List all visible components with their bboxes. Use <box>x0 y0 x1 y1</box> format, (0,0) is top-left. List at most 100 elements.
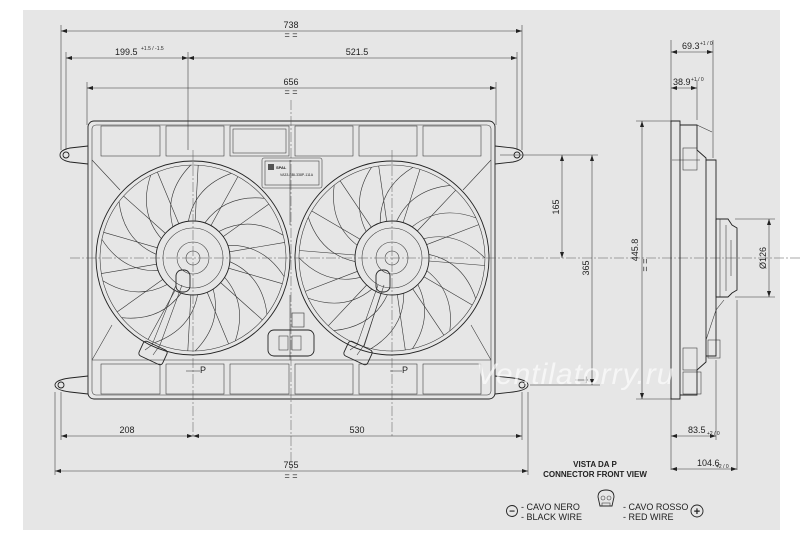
fan-blade <box>298 257 361 280</box>
fan-spoke <box>397 294 406 351</box>
fan-spoke <box>187 294 192 351</box>
fan-blade <box>411 212 477 228</box>
dimension-label: 755 <box>283 460 298 470</box>
dimension-208-530: 208 530 <box>60 392 523 440</box>
fan-blade <box>308 217 356 262</box>
dimension-label: 445.8 <box>630 239 640 262</box>
p-marker-left: P <box>186 365 206 375</box>
fan-blade <box>379 167 414 223</box>
fan-blade <box>370 293 405 349</box>
dimension-label: 165 <box>551 199 561 214</box>
bottom-pockets <box>92 359 491 395</box>
fan-blade <box>194 289 216 352</box>
dimension-738: 738 = = <box>60 20 523 150</box>
label-plate: SPAL VA33-BBL338P-111A <box>261 157 323 189</box>
black-wire-en: - BLACK WIRE <box>521 512 582 522</box>
fan-spoke <box>157 171 180 224</box>
fan-blade <box>359 167 372 232</box>
fan-spoke <box>117 279 163 313</box>
dimension-label: 738 <box>283 20 298 30</box>
equal-mark: = = <box>284 471 297 481</box>
label-code: VA33-BBL338P-111A <box>280 173 314 177</box>
fan-spoke <box>423 276 473 306</box>
dimension-label: 656 <box>283 77 298 87</box>
fan-blade <box>154 294 198 343</box>
fan-spoke <box>101 263 157 274</box>
dimension-165: 165 <box>500 154 570 258</box>
dimension-755: 755 = = <box>54 392 529 481</box>
marker-label: P <box>402 365 408 375</box>
q-marker: I <box>575 375 588 385</box>
negative-symbol: − <box>509 507 515 518</box>
fan-spoke <box>428 260 485 266</box>
dimension-tolerance: +1.5 / -1.5 <box>141 46 164 52</box>
fan-blade <box>412 284 425 349</box>
dimension-label: 208 <box>119 425 134 435</box>
fan-blade <box>396 185 451 222</box>
fan-blade <box>121 292 182 319</box>
fan-blade <box>102 280 168 293</box>
connector-view-title: VISTA DA P <box>573 460 617 469</box>
positive-terminal-icon: + <box>690 504 704 518</box>
equal-mark: = = <box>284 30 297 40</box>
dimension-445-8: 445.8 = = <box>630 120 680 400</box>
fan-spoke <box>206 292 229 345</box>
fan-blade <box>333 185 358 246</box>
dimension-label: Ø126 <box>758 247 768 269</box>
dimension-label: 104.6 <box>697 458 720 468</box>
fan-spoke <box>228 267 283 284</box>
fan-left-blades <box>101 164 285 352</box>
fan-blade <box>218 223 284 236</box>
fan-spoke <box>223 203 269 237</box>
fan-blade <box>146 175 162 239</box>
dimension-label: 83.5 <box>688 425 706 435</box>
fan-spoke <box>123 195 166 234</box>
dimension-365: 365 <box>530 154 600 386</box>
fan-spoke <box>305 271 358 292</box>
fan-blade <box>118 201 157 255</box>
mounting-ear-bottom-left <box>54 375 89 395</box>
marker-label: I <box>585 375 588 385</box>
black-wire-it: - CAVO NERO <box>521 502 580 512</box>
fan-spoke <box>220 282 263 321</box>
dimension-label: 530 <box>349 425 364 435</box>
fan-spoke <box>378 165 387 222</box>
mounting-ear-bottom-right <box>494 375 529 395</box>
label-brand: SPAL <box>276 165 287 170</box>
dimension-tolerance: +2 / 0 <box>716 464 729 470</box>
dimension-tolerance: +2 / 0 <box>707 431 720 437</box>
dimension-diameter-126: Ø126 <box>735 218 775 298</box>
fan-spoke <box>328 284 367 327</box>
shroud-outline <box>87 120 496 400</box>
red-wire-it: - CAVO ROSSO <box>623 502 688 512</box>
dimension-label: 69.3 <box>682 41 700 51</box>
dimension-199-5: 199.5 +1.5 / -1.5 521.5 <box>65 46 518 150</box>
shroud-front-view: SPAL VA33-BBL338P-111A <box>54 100 800 470</box>
dimension-label: 521.5 <box>346 47 369 57</box>
dimension-656: 656 = = <box>86 77 497 125</box>
fan-blade <box>101 239 159 271</box>
fan-blade <box>307 288 373 304</box>
fan-spoke <box>412 288 445 336</box>
fan-blade <box>423 236 486 259</box>
fan-blade <box>188 173 232 222</box>
side-view: 69.3 +1 / 0 38.9 +1 / 0 83.5 +2 / 0 <box>670 40 738 471</box>
watermark: Ventilatorry.ru <box>476 358 674 391</box>
marker-label: P <box>200 365 206 375</box>
fan-blade <box>428 254 476 299</box>
equal-mark: = = <box>640 258 650 271</box>
fan-spoke <box>339 180 372 228</box>
fan-spoke <box>194 165 199 222</box>
positive-symbol: + <box>694 506 700 518</box>
fan-blade <box>170 164 192 227</box>
dimension-label: 38.9 <box>673 77 691 87</box>
dimension-label: 199.5 <box>115 47 138 57</box>
dimension-tolerance: +1 / 0 <box>700 41 713 47</box>
fan-blade <box>224 277 240 341</box>
dimension-label: 365 <box>581 260 591 275</box>
dimension-tolerance: +1 / 0 <box>691 77 704 83</box>
red-wire-en: - RED WIRE <box>623 512 674 522</box>
fan-blade <box>227 245 285 277</box>
fan-spoke <box>426 224 479 245</box>
fan-spoke <box>299 250 356 256</box>
